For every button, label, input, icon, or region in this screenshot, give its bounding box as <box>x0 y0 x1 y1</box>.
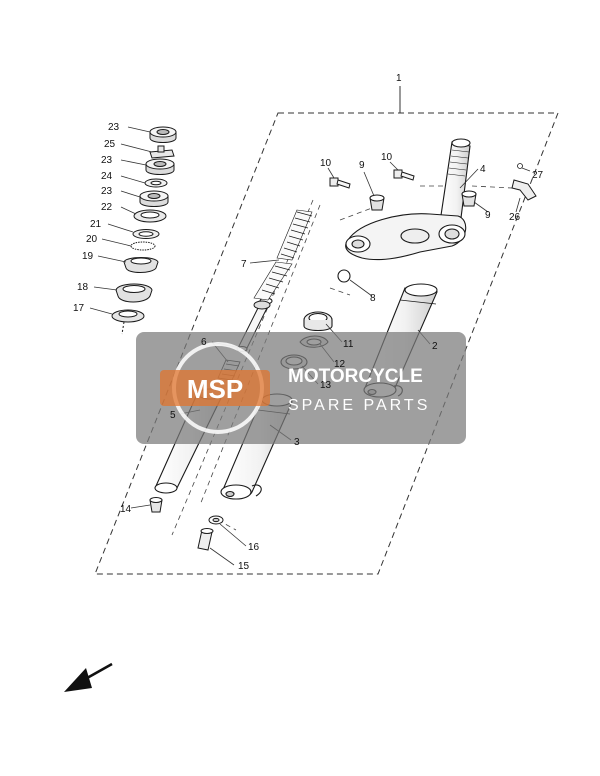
lock-washer <box>149 145 175 159</box>
steering-bearing-stack <box>111 126 177 335</box>
callout-14: 14 <box>120 504 132 515</box>
callout-9-left: 9 <box>359 160 365 171</box>
callout-9-right: 9 <box>485 210 491 221</box>
callout-27: 27 <box>532 170 544 181</box>
callout-23-middle: 23 <box>101 155 113 166</box>
bearing-race-18 <box>115 283 153 303</box>
callout-23-lower: 23 <box>101 186 113 197</box>
bearing-race-19 <box>123 257 159 273</box>
callout-22: 22 <box>101 202 113 213</box>
callout-20: 20 <box>86 234 98 245</box>
ring-nut-top <box>149 126 177 143</box>
o-ring <box>337 269 351 283</box>
bearing-race-22 <box>133 209 167 223</box>
ring-nut-middle <box>145 158 175 175</box>
callout-8: 8 <box>370 293 376 304</box>
bottom-bolt <box>197 528 214 551</box>
fork-cap-left <box>369 194 385 211</box>
callout-13: 13 <box>320 380 332 391</box>
small-screw <box>517 163 523 169</box>
oil-lock-piece <box>149 497 163 513</box>
callout-3: 3 <box>294 437 300 448</box>
callout-6: 6 <box>201 337 207 348</box>
callout-5: 5 <box>170 410 176 421</box>
callout-15: 15 <box>238 561 250 572</box>
pinch-bolt-right <box>393 169 415 181</box>
callout-labels: 1 23 25 23 24 23 22 21 20 19 18 17 10 9 … <box>73 73 544 572</box>
watermark-logo-badge <box>160 370 270 406</box>
callout-10-left: 10 <box>320 158 332 169</box>
oil-seal <box>303 311 333 332</box>
callout-10-right: 10 <box>381 152 393 163</box>
dust-seal-17 <box>111 309 145 323</box>
ball-bearing-20 <box>130 241 156 251</box>
callout-1: 1 <box>396 73 402 84</box>
ring-nut-lower <box>139 190 169 207</box>
callout-25: 25 <box>104 139 116 150</box>
fork-cap-right <box>461 190 477 207</box>
watermark-line1: MOTORCYCLE <box>288 366 423 387</box>
watermark-line2: SPARE PARTS <box>288 397 430 414</box>
under-bracket <box>345 213 467 261</box>
callout-24: 24 <box>101 171 113 182</box>
washer-24 <box>144 178 168 188</box>
bearing-cover-21 <box>132 229 160 239</box>
callout-2: 2 <box>432 341 438 352</box>
callout-11: 11 <box>343 339 354 350</box>
front-direction-arrow-icon <box>64 662 113 692</box>
fork-spring <box>253 209 313 301</box>
bracket-clip <box>511 179 537 201</box>
callout-12: 12 <box>334 359 346 370</box>
callout-21: 21 <box>90 219 102 230</box>
callout-19: 19 <box>82 251 94 262</box>
callout-7: 7 <box>241 259 247 270</box>
copper-washer <box>208 515 224 525</box>
callout-4: 4 <box>480 164 486 175</box>
callout-18: 18 <box>77 282 89 293</box>
watermark: MSP MOTORCYCLE SPARE PARTS <box>136 332 466 444</box>
callout-17: 17 <box>73 303 85 314</box>
callout-16: 16 <box>248 542 260 553</box>
pinch-bolt-left <box>329 177 351 189</box>
callout-26: 26 <box>509 212 521 223</box>
callout-23-top: 23 <box>108 122 120 133</box>
watermark-logo-text: MSP <box>187 374 243 404</box>
